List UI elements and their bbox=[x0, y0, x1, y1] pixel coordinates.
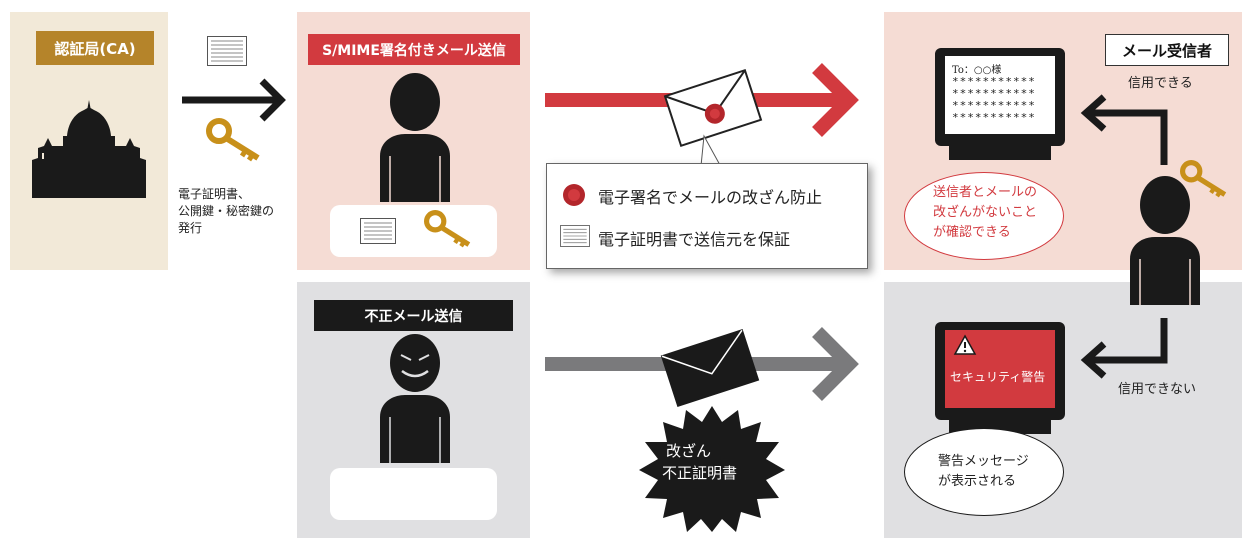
trust-text: 信用できる bbox=[1128, 76, 1193, 91]
sender-label: S/MIME署名付きメール送信 bbox=[308, 34, 520, 65]
untrust-text: 信用できない bbox=[1118, 382, 1197, 397]
key-icon bbox=[1180, 160, 1227, 198]
key-icon bbox=[424, 210, 471, 248]
callout-line-1: 電子署名でメールの改ざん防止 bbox=[598, 188, 823, 207]
key-icon bbox=[206, 118, 260, 162]
wax-seal-icon bbox=[563, 184, 585, 206]
fraud-label: 不正メール送信 bbox=[314, 300, 513, 331]
burst-text: 改ざん 不正証明書 bbox=[662, 442, 738, 482]
certificate-document-icon bbox=[360, 218, 396, 244]
warning-message-text: 警告メッセージ が表示される bbox=[938, 454, 1029, 489]
sender-assets-box bbox=[330, 205, 497, 257]
dark-envelope-icon bbox=[660, 329, 760, 407]
fraud-person-icon bbox=[380, 334, 450, 463]
signature-callout bbox=[546, 163, 868, 269]
verified-message-ellipse bbox=[904, 172, 1064, 260]
fraud-assets-box bbox=[330, 468, 497, 520]
trust-arrow bbox=[1080, 94, 1168, 165]
monitor-icon bbox=[935, 48, 1065, 160]
screen-to-text: To：○○様 bbox=[952, 65, 1002, 76]
certificate-document-icon bbox=[560, 225, 590, 247]
issue-arrow bbox=[182, 78, 286, 122]
warning-screen-label: セキュリティ警告 bbox=[950, 370, 1046, 384]
receiver-label: メール受信者 bbox=[1105, 34, 1229, 66]
ca-building-icon bbox=[32, 100, 146, 198]
certificate-document-icon bbox=[207, 36, 247, 66]
screen-stars: *********** *********** *********** ****… bbox=[952, 75, 1036, 124]
callout-line-2: 電子証明書で送信元を保証 bbox=[598, 230, 791, 249]
ca-issue-text: 電子証明書、 公開鍵・秘密鍵の 発行 bbox=[178, 187, 275, 235]
tamper-burst-icon bbox=[639, 406, 785, 532]
warning-triangle-icon bbox=[953, 334, 977, 355]
warning-message-ellipse bbox=[904, 428, 1064, 516]
ca-label: 認証局(CA) bbox=[36, 31, 154, 65]
receiver-person-icon bbox=[1130, 176, 1200, 305]
sender-person-icon bbox=[380, 73, 450, 202]
signed-envelope-icon bbox=[663, 69, 763, 147]
verified-message-text: 送信者とメールの 改ざんがないこと が確認できる bbox=[933, 185, 1038, 240]
untrust-arrow bbox=[1080, 318, 1168, 379]
